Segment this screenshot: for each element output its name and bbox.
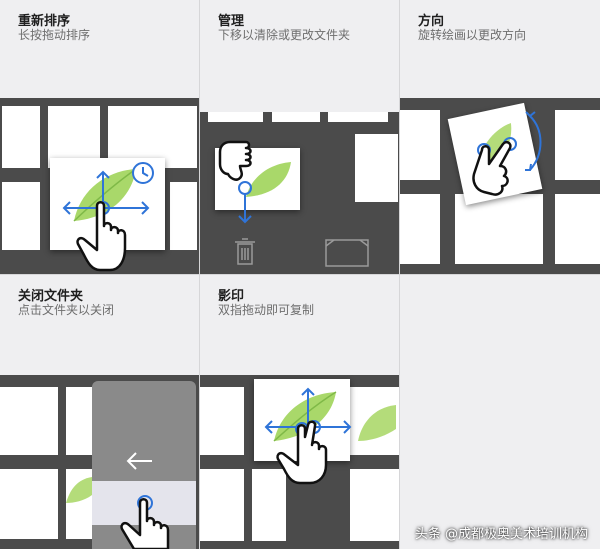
artwork-thumbnail[interactable] — [200, 387, 244, 455]
panel-title: 影印 — [218, 289, 245, 304]
artwork-thumbnail[interactable] — [200, 469, 244, 541]
back-arrow-icon — [126, 452, 152, 470]
hand-pointer-icon — [218, 140, 252, 181]
panel-title: 管理 — [218, 14, 245, 29]
demo-area — [200, 375, 399, 549]
close-gesture-overlay — [120, 452, 170, 549]
rotate-icon — [525, 111, 542, 171]
watermark-text: 头条 @成都极奥美术培训机构 — [414, 527, 588, 542]
artwork-thumbnail[interactable] — [0, 387, 58, 455]
hand-pointer-icon — [276, 420, 328, 485]
clock-icon — [132, 162, 154, 184]
artwork-thumbnail[interactable] — [208, 112, 263, 122]
leaf-artwork — [66, 477, 92, 503]
hand-pointer-icon — [472, 140, 512, 196]
leaf-artwork — [358, 405, 396, 441]
panel-title: 方向 — [418, 14, 445, 29]
arrow-icon — [238, 181, 252, 224]
divider — [0, 274, 600, 275]
artwork-thumbnail[interactable] — [48, 106, 100, 168]
artwork-thumbnail[interactable] — [170, 182, 197, 250]
artwork-thumbnail[interactable] — [328, 112, 388, 122]
panel-subtitle: 旋转绘画以更改方向 — [418, 28, 527, 42]
panel-title: 重新排序 — [18, 14, 71, 29]
artwork-thumbnail[interactable] — [400, 194, 440, 264]
artwork-thumbnail[interactable] — [350, 469, 399, 541]
hand-pointer-icon — [76, 201, 127, 272]
panel-title: 关闭文件夹 — [18, 289, 84, 304]
artwork-thumbnail[interactable] — [455, 194, 543, 264]
artwork-thumbnail[interactable] — [0, 469, 58, 539]
trash-icon — [235, 238, 255, 265]
panel-close-folder: 关闭文件夹 点击文件夹以关闭 — [0, 275, 199, 549]
artwork-thumbnail[interactable] — [400, 110, 440, 180]
demo-area — [0, 375, 199, 549]
artwork-thumbnail[interactable] — [66, 387, 92, 455]
drag-gesture-overlay — [62, 162, 154, 272]
artwork-thumbnail[interactable] — [350, 387, 399, 455]
artwork-thumbnail[interactable] — [272, 112, 320, 122]
demo-area — [0, 98, 199, 274]
panel-manage: 管理 下移以清除或更改文件夹 — [200, 0, 399, 274]
duplicate-gesture-overlay — [264, 387, 352, 485]
rotate-gesture-overlay — [472, 111, 542, 196]
artwork-thumbnail[interactable] — [108, 106, 197, 168]
panel-subtitle: 双指拖动即可复制 — [218, 303, 315, 317]
panel-orientation: 方向 旋转绘画以更改方向 — [400, 0, 600, 274]
artwork-thumbnail[interactable] — [252, 469, 286, 541]
hand-pointer-icon — [120, 498, 170, 549]
leaf-artwork — [273, 391, 337, 442]
panel-duplicate: 影印 双指拖动即可复制 — [200, 275, 399, 549]
artwork-thumbnail[interactable] — [555, 194, 600, 264]
folder-tray-icon — [325, 239, 369, 267]
artwork-thumbnail[interactable] — [555, 110, 600, 180]
demo-area — [400, 98, 600, 274]
artwork-thumbnail[interactable] — [66, 469, 92, 539]
panel-subtitle: 长按拖动排序 — [18, 28, 91, 42]
manage-gesture-overlay — [218, 140, 369, 267]
artwork-thumbnail[interactable] — [2, 106, 40, 168]
artwork-thumbnail[interactable] — [355, 134, 398, 202]
leaf-artwork — [246, 162, 291, 197]
panel-subtitle: 点击文件夹以关闭 — [18, 303, 115, 317]
panel-reorder: 重新排序 长按拖动排序 — [0, 0, 199, 274]
panel-subtitle: 下移以清除或更改文件夹 — [218, 28, 351, 42]
demo-area — [200, 112, 399, 274]
artwork-thumbnail[interactable] — [2, 182, 40, 250]
panel-empty — [400, 275, 600, 549]
